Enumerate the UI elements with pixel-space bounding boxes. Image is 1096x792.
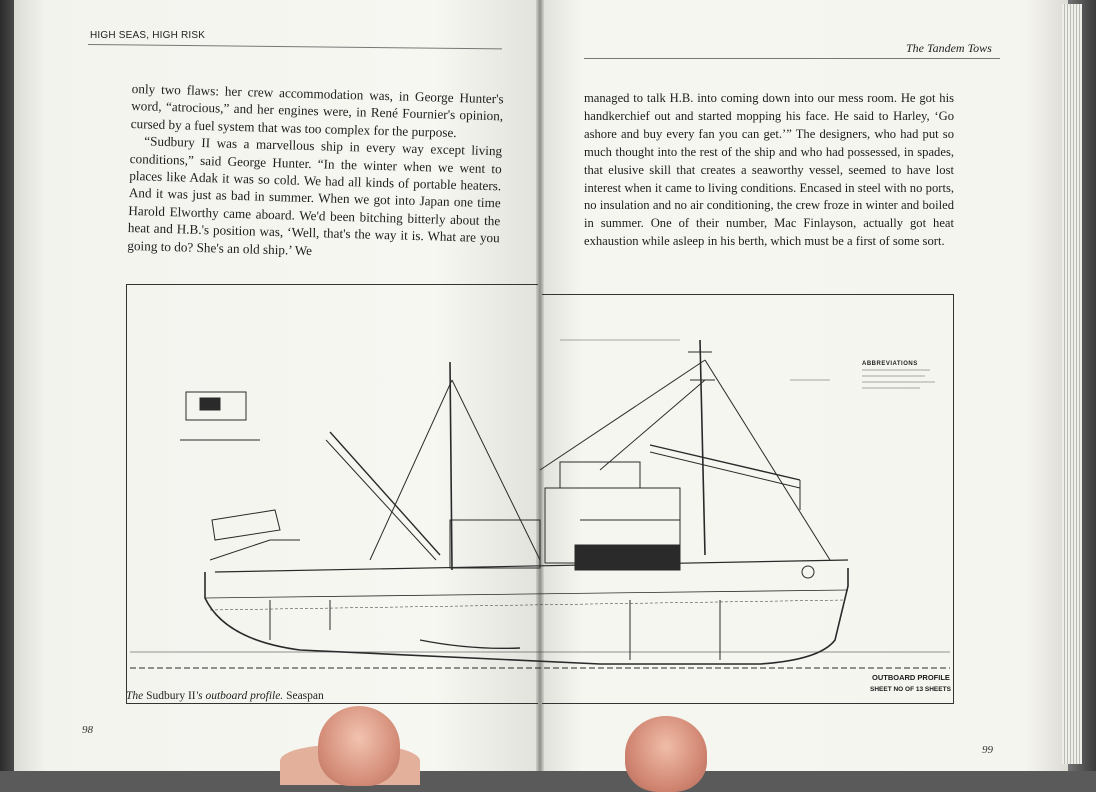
ship-plan-right-frame [542, 294, 954, 704]
caption-part-3: 's outboard profile. [195, 690, 284, 702]
figure-caption: The Sudbury II's outboard profile. Seasp… [126, 690, 324, 702]
right-body-text: managed to talk H.B. into coming down in… [584, 90, 954, 251]
left-page [14, 0, 540, 771]
caption-part-1: The [126, 690, 144, 702]
thumb-right [625, 716, 707, 792]
thumb-left [318, 706, 400, 786]
ship-plan-drawing [130, 339, 950, 669]
abbreviations-title: ABBREVIATIONS [862, 361, 918, 367]
plan-sheet-number: SHEET NO OF 13 SHEETS [870, 686, 951, 693]
left-page-number: 98 [82, 724, 93, 736]
book-spine [536, 0, 544, 771]
right-paragraph-1: managed to talk H.B. into coming down in… [584, 91, 954, 249]
right-page-number: 99 [982, 744, 993, 756]
ship-plan-left-frame [126, 284, 538, 704]
right-header-rule [584, 58, 1000, 59]
plan-title: OUTBOARD PROFILE [872, 673, 950, 682]
right-running-head: The Tandem Tows [906, 41, 992, 55]
caption-part-4: Seaspan [283, 690, 324, 702]
page-edges [1062, 4, 1082, 764]
caption-part-2: Sudbury II [143, 690, 196, 702]
right-page [540, 0, 1068, 771]
left-running-head: HIGH SEAS, HIGH RISK [90, 30, 206, 41]
